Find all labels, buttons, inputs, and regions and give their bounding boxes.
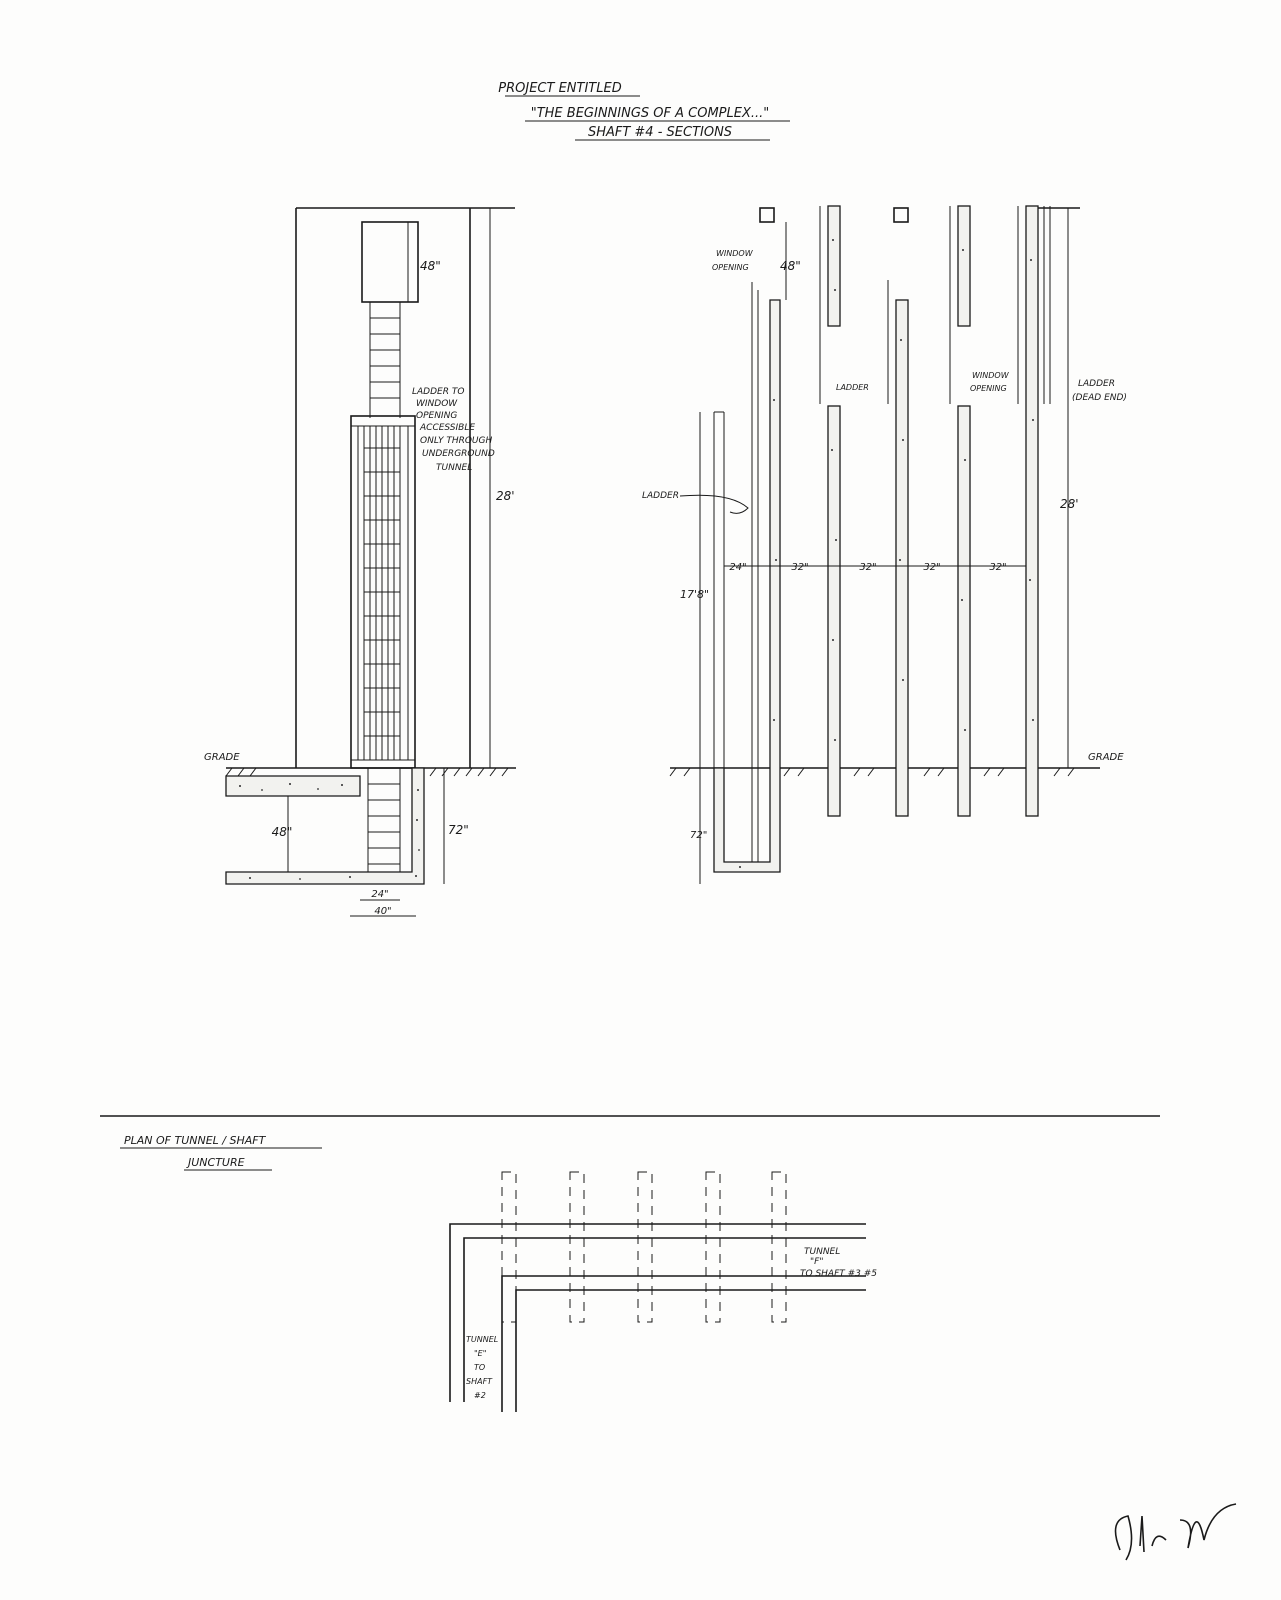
left-dim-below: 72" xyxy=(448,823,469,837)
window-opening-label-2a: WINDOW xyxy=(972,371,1010,380)
tunnel-floor-slab xyxy=(225,767,425,885)
tunnel-e-label-a: TUNNEL xyxy=(466,1335,498,1344)
window-opening-label-1a: WINDOW xyxy=(716,249,754,258)
tunnel-f-outer xyxy=(501,1275,866,1412)
svg-text:24": 24" xyxy=(729,562,746,573)
column-3 xyxy=(895,299,909,817)
signature-text: Alan Ayeah '76 xyxy=(1229,1570,1281,1586)
svg-text:TUNNEL: TUNNEL xyxy=(436,463,472,473)
plan-view: PLAN OF TUNNEL / SHAFT JUNCTURE TUNNEL "… xyxy=(120,1134,877,1412)
spacing-labels: 24" 32" 32" 32" 32" xyxy=(729,562,1006,573)
left-grade-hatch xyxy=(225,767,509,777)
left-slab-specks xyxy=(239,783,420,880)
window-opening-box xyxy=(361,221,419,303)
left-dim-window: 48" xyxy=(420,259,441,273)
right-dim-height: 28' xyxy=(1060,497,1079,511)
ladder-label-main: LADDER xyxy=(642,491,679,501)
svg-text:LADDER TO: LADDER TO xyxy=(412,387,464,397)
upper-ladder-rungs xyxy=(370,317,400,399)
tunnel-f-inner xyxy=(515,1289,866,1412)
right-dim-low: 17'8" xyxy=(680,588,709,601)
left-dim-depth: 48" xyxy=(272,825,293,839)
tunnel-outer-edge xyxy=(449,1223,866,1402)
window-opening-label-2b: OPENING xyxy=(970,384,1007,393)
svg-text:32": 32" xyxy=(791,562,808,573)
ladder-dead-end-a: LADDER xyxy=(1078,379,1115,389)
left-section: 48" 28' 48" 72" 24" 40" LADDER TO WINDOW… xyxy=(204,207,516,917)
column-4-upper xyxy=(957,205,971,327)
right-dim-below: 72" xyxy=(690,830,707,841)
cage-rungs xyxy=(364,447,400,737)
tunnel-roof-slab xyxy=(225,775,361,797)
window-square-1 xyxy=(759,207,775,223)
tunnel-f-label-b: "F" xyxy=(810,1257,823,1267)
column-5 xyxy=(1025,205,1039,817)
plan-title-2: JUNCTURE xyxy=(186,1156,245,1169)
left-dim-outer: 40" xyxy=(374,906,391,917)
svg-text:32": 32" xyxy=(989,562,1006,573)
left-dim-inner: 24" xyxy=(371,889,388,900)
ladder-note: LADDER TO WINDOW OPENING ACCESSIBLE ONLY… xyxy=(412,387,495,473)
column-specks xyxy=(739,239,1034,868)
tunnel-inner-edge xyxy=(463,1237,866,1402)
svg-text:WINDOW: WINDOW xyxy=(416,399,458,409)
right-section: 48" 28' 17'8" 72" 24" 32" 32" 32" 32" WI… xyxy=(642,205,1127,884)
tunnel-f-label-c: TO SHAFT #3 #5 xyxy=(800,1269,877,1279)
tunnel-e-label-e: #2 xyxy=(474,1391,486,1400)
svg-text:OPENING: OPENING xyxy=(416,411,457,421)
svg-text:32": 32" xyxy=(923,562,940,573)
title-line-1: PROJECT ENTITLED xyxy=(498,81,621,96)
title-block: PROJECT ENTITLED "THE BEGINNINGS OF A CO… xyxy=(498,81,790,141)
tunnel-e-label-d: SHAFT xyxy=(466,1377,493,1386)
ladder-label-1: LADDER xyxy=(836,383,869,392)
left-grade-label: GRADE xyxy=(204,752,240,763)
tunnel-e-label-c: TO xyxy=(474,1363,485,1372)
column-4-lower xyxy=(957,405,971,817)
right-grade-label: GRADE xyxy=(1088,752,1124,763)
plan-title-1: PLAN OF TUNNEL / SHAFT xyxy=(124,1134,267,1147)
signature: Alan Ayeah '76 xyxy=(1114,1503,1281,1586)
ladder-leader-arrow xyxy=(679,494,749,514)
tunnel-e-label-b: "E" xyxy=(474,1349,486,1358)
right-grade-hatch xyxy=(669,767,1075,777)
window-square-2 xyxy=(893,207,909,223)
svg-text:ACCESSIBLE: ACCESSIBLE xyxy=(419,423,475,433)
column-2-lower xyxy=(827,405,841,817)
title-line-2: "THE BEGINNINGS OF A COMPLEX..." xyxy=(531,106,770,121)
svg-text:ONLY THROUGH: ONLY THROUGH xyxy=(420,436,492,446)
ladder-dead-end-b: (DEAD END) xyxy=(1072,393,1127,403)
lower-ladder-rungs xyxy=(368,783,400,865)
dashed-shafts xyxy=(501,1171,787,1323)
tunnel-f-label-a: TUNNEL xyxy=(804,1247,840,1257)
right-dim-window: 48" xyxy=(780,259,801,273)
title-line-3: SHAFT #4 - SECTIONS xyxy=(588,125,732,140)
svg-text:UNDERGROUND: UNDERGROUND xyxy=(422,449,495,459)
column-2-upper xyxy=(827,205,841,327)
left-dim-height: 28' xyxy=(496,489,515,503)
window-opening-label-1b: OPENING xyxy=(712,263,749,272)
svg-text:32": 32" xyxy=(859,562,876,573)
